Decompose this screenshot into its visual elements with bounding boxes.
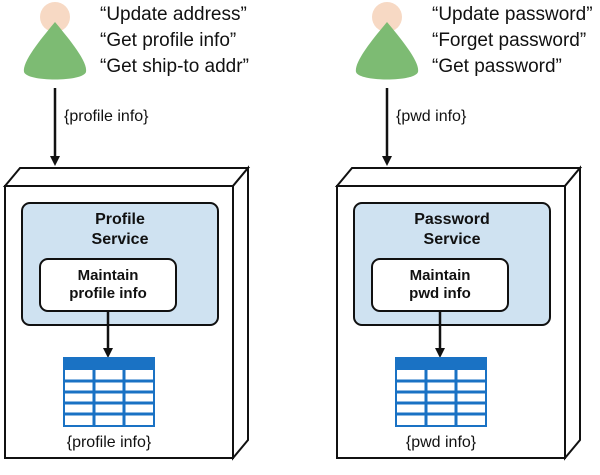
right-function-label: Maintain pwd info bbox=[409, 267, 471, 302]
right-request-2: “Forget password” bbox=[432, 30, 587, 51]
right-db-label: {pwd info} bbox=[405, 434, 477, 451]
right-request-3: “Get password” bbox=[432, 56, 562, 77]
left-user-icon bbox=[23, 2, 87, 80]
left-flow-label: {profile info} bbox=[64, 108, 149, 125]
left-request-2: “Get profile info” bbox=[100, 30, 237, 51]
left-function-label: Maintain profile info bbox=[69, 267, 147, 302]
right-request-1: “Update password” bbox=[432, 4, 593, 25]
left-database-table-icon bbox=[63, 357, 155, 427]
right-user-icon bbox=[355, 2, 419, 80]
right-service-title: Password Service bbox=[414, 211, 490, 248]
left-db-label: {profile info} bbox=[66, 434, 152, 451]
right-flow-label: {pwd info} bbox=[396, 108, 467, 125]
right-database-table-icon bbox=[395, 357, 487, 427]
left-request-3: “Get ship-to addr” bbox=[100, 56, 249, 77]
left-service-title: Profile Service bbox=[91, 211, 149, 248]
left-request-1: “Update address” bbox=[100, 4, 247, 25]
